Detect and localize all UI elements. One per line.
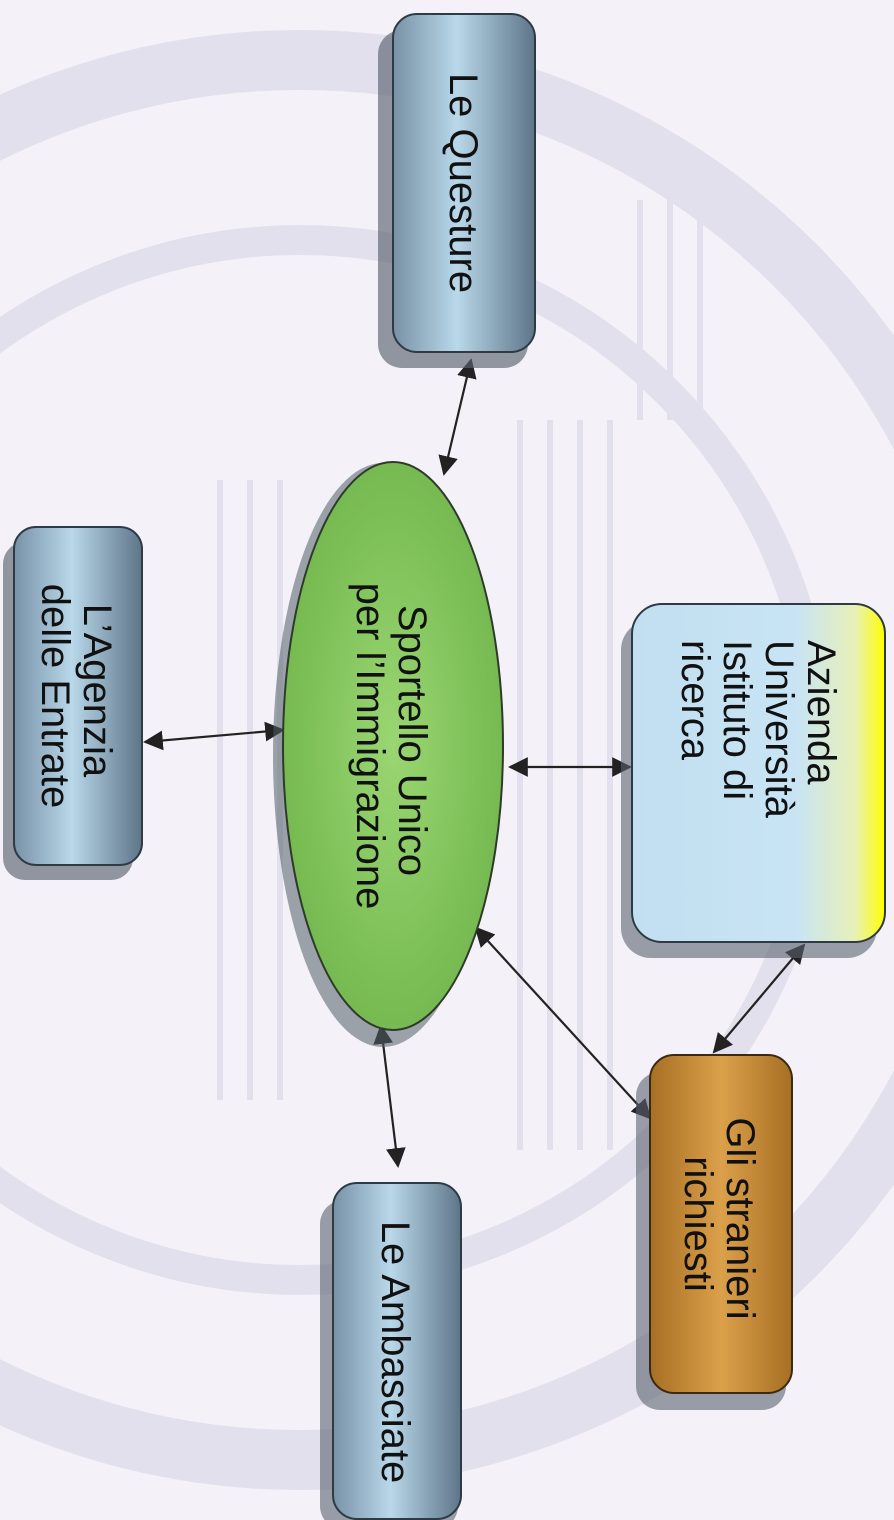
node-azienda: Azienda Università Istituto di ricerca bbox=[621, 603, 886, 958]
node-central: Sportello Unico per l’Immigrazione bbox=[273, 461, 504, 1047]
node-questure: Le Questure bbox=[378, 13, 536, 368]
node-azienda-line-1: Azienda bbox=[799, 640, 843, 785]
node-azienda-label: Azienda Università Istituto di ricerca bbox=[673, 640, 843, 829]
connectors bbox=[143, 358, 806, 1168]
connector-central-questure bbox=[438, 358, 477, 476]
node-stranieri-line-2: richiesti bbox=[676, 1156, 720, 1292]
node-stranieri: Gli stranieri richiesti bbox=[636, 1054, 793, 1410]
node-central-label: Sportello Unico per l’Immigrazione bbox=[348, 583, 434, 910]
node-ambasciate-label: Le Ambasciate bbox=[373, 1221, 417, 1483]
node-agenzia-line-2: delle Entrate bbox=[33, 584, 77, 809]
node-ambasciate-line-1: Le Ambasciate bbox=[373, 1221, 417, 1483]
connector-central-stranieri bbox=[474, 926, 652, 1120]
connector-central-agenzia bbox=[143, 721, 285, 751]
node-questure-label: Le Questure bbox=[441, 73, 485, 293]
connector-central-ambasciate bbox=[373, 1024, 406, 1168]
node-stranieri-label: Gli stranieri richiesti bbox=[676, 1117, 762, 1330]
node-central-line-1: Sportello Unico bbox=[390, 605, 434, 876]
node-stranieri-line-1: Gli stranieri bbox=[718, 1117, 762, 1319]
connector-azienda-stranieri bbox=[712, 943, 806, 1054]
node-central-line-2: per l’Immigrazione bbox=[348, 583, 392, 910]
node-questure-line-1: Le Questure bbox=[441, 73, 485, 293]
node-agenzia: L’Agenzia delle Entrate bbox=[3, 526, 143, 880]
node-azienda-line-3: Istituto di bbox=[715, 640, 759, 800]
node-agenzia-label: L’Agenzia delle Entrate bbox=[33, 584, 119, 809]
node-azienda-line-4: ricerca bbox=[673, 640, 717, 761]
node-azienda-line-2: Università bbox=[757, 640, 801, 819]
node-ambasciate: Le Ambasciate bbox=[320, 1182, 462, 1520]
node-agenzia-line-1: L’Agenzia bbox=[75, 604, 119, 778]
